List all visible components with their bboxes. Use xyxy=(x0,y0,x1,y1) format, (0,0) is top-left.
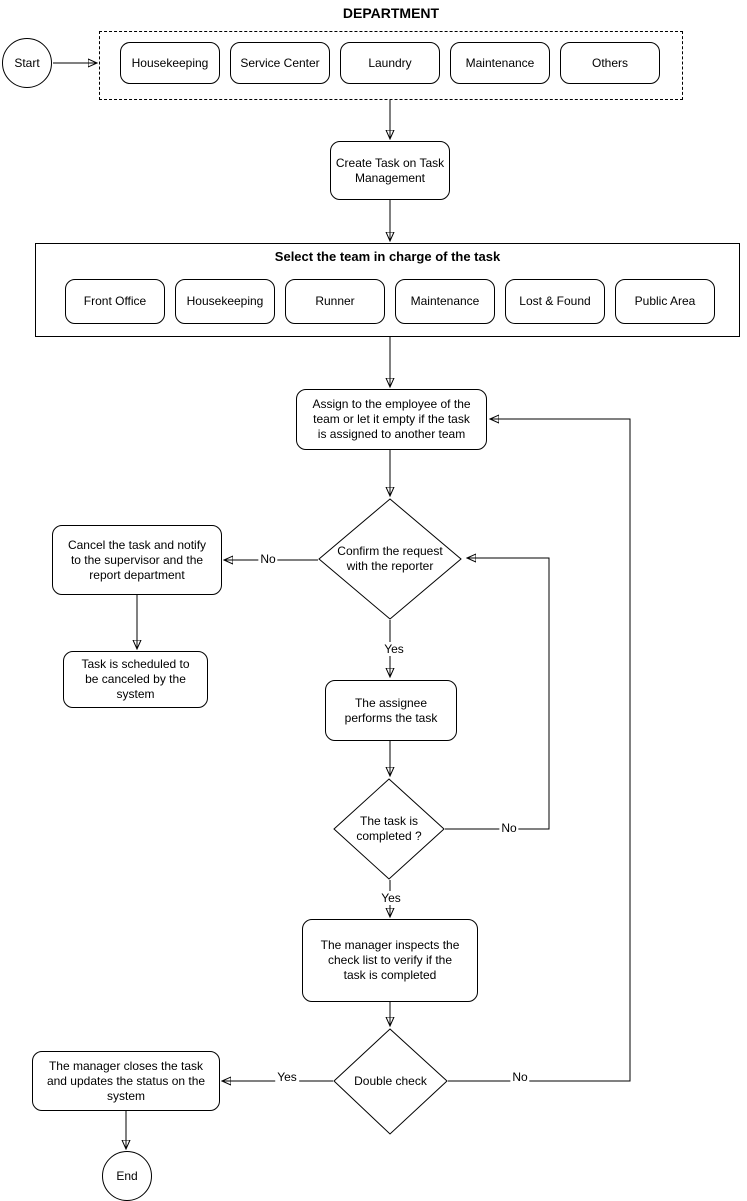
department-section-title: DEPARTMENT xyxy=(342,5,440,21)
manager-closes-label: The manager closes the task and updates … xyxy=(46,1058,206,1103)
assign-employee-node[interactable]: Assign to the employee of the team or le… xyxy=(296,389,487,450)
end-node-label: End xyxy=(116,1168,138,1183)
task-completed-label: The task is completed ? xyxy=(356,814,422,843)
start-node[interactable]: Start xyxy=(2,38,52,88)
edge-label-double-no: No xyxy=(510,1070,530,1084)
task-completed-decision[interactable]: The task is completed ? xyxy=(333,778,445,880)
team-option-label: Maintenance xyxy=(410,294,480,308)
department-option-others[interactable]: Others xyxy=(560,42,660,84)
team-option-housekeeping[interactable]: Housekeeping xyxy=(175,279,275,324)
manager-inspects-node[interactable]: The manager inspects the check list to v… xyxy=(302,919,478,1002)
team-option-label: Runner xyxy=(315,294,355,308)
cancel-task-node[interactable]: Cancel the task and notify to the superv… xyxy=(52,525,222,595)
scheduled-cancel-node[interactable]: Task is scheduled to be canceled by the … xyxy=(63,651,208,708)
edge-label-completed-yes: Yes xyxy=(379,891,403,905)
department-option-label: Maintenance xyxy=(465,55,535,70)
assignee-performs-node[interactable]: The assignee performs the task xyxy=(325,680,457,741)
assignee-performs-label: The assignee performs the task xyxy=(344,695,438,725)
manager-inspects-label: The manager inspects the check list to v… xyxy=(320,938,460,982)
team-section-title: Select the team in charge of the task xyxy=(274,249,501,264)
double-check-label: Double check xyxy=(354,1074,427,1088)
department-option-maintenance[interactable]: Maintenance xyxy=(450,42,550,84)
edge-label-double-yes: Yes xyxy=(275,1070,299,1084)
start-node-label: Start xyxy=(14,55,40,70)
edge-label-confirm-no: No xyxy=(258,552,278,566)
diamond-shape xyxy=(318,498,462,620)
team-option-label: Lost & Found xyxy=(519,294,591,308)
department-option-label: Others xyxy=(591,55,628,70)
department-option-label: Housekeeping xyxy=(131,55,209,70)
department-option-label: Service Center xyxy=(240,55,320,70)
team-option-label: Housekeeping xyxy=(186,294,264,308)
create-task-node[interactable]: Create Task on Task Management xyxy=(330,141,450,200)
department-option-service-center[interactable]: Service Center xyxy=(230,42,330,84)
confirm-request-label: Confirm the request with the reporter xyxy=(337,544,443,573)
department-option-label: Laundry xyxy=(368,55,412,70)
team-option-lost-found[interactable]: Lost & Found xyxy=(505,279,605,324)
scheduled-cancel-label: Task is scheduled to be canceled by the … xyxy=(81,657,190,701)
manager-closes-node[interactable]: The manager closes the task and updates … xyxy=(32,1051,220,1111)
edge-label-completed-no: No xyxy=(499,821,519,835)
team-option-front-office[interactable]: Front Office xyxy=(65,279,165,324)
department-option-laundry[interactable]: Laundry xyxy=(340,42,440,84)
end-node[interactable]: End xyxy=(102,1151,152,1201)
team-option-runner[interactable]: Runner xyxy=(285,279,385,324)
confirm-request-decision[interactable]: Confirm the request with the reporter xyxy=(318,498,462,620)
edge-completed-no-loop xyxy=(445,558,550,830)
edge-double-no-loop xyxy=(448,419,631,1082)
team-option-label: Front Office xyxy=(83,294,147,308)
create-task-label: Create Task on Task Management xyxy=(335,155,445,185)
team-option-label: Public Area xyxy=(634,294,696,308)
team-option-maintenance[interactable]: Maintenance xyxy=(395,279,495,324)
edge-label-confirm-yes: Yes xyxy=(382,642,406,656)
assign-employee-label: Assign to the employee of the team or le… xyxy=(312,397,471,441)
double-check-decision[interactable]: Double check xyxy=(333,1028,448,1135)
diamond-shape xyxy=(333,1028,448,1135)
department-option-housekeeping[interactable]: Housekeeping xyxy=(120,42,220,84)
cancel-task-label: Cancel the task and notify to the superv… xyxy=(67,537,207,582)
diamond-shape xyxy=(333,778,445,880)
team-option-public-area[interactable]: Public Area xyxy=(615,279,715,324)
